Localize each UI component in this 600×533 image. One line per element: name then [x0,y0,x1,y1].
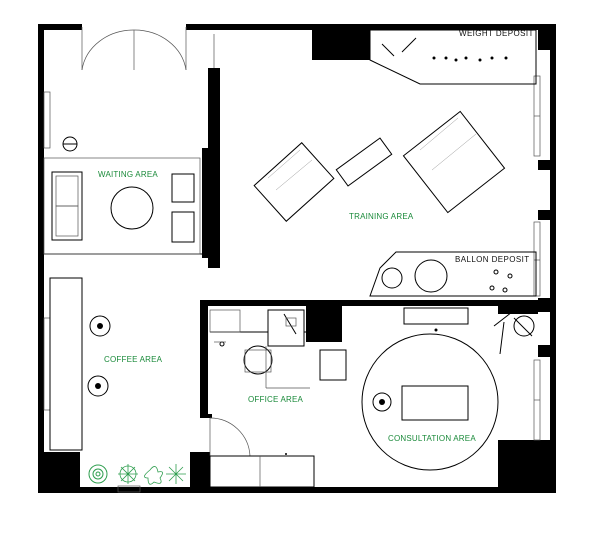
office-area-label: OFFICE AREA [248,395,304,404]
waiting-area-furniture [43,136,201,255]
plant-icon [144,466,163,485]
training-area-label: TRAINING AREA [349,212,414,221]
plant-icon [166,464,186,484]
ballon-deposit-zone [369,251,537,297]
plant-icon [118,464,138,484]
weight-deposit-label: WEIGHT DEPOSIT [459,29,534,38]
partitions [44,34,540,418]
weight-deposit-zone [369,29,537,85]
windows [43,75,541,441]
waiting-area-label: WAITING AREA [98,170,158,179]
outer-walls [38,24,556,493]
plant-icons [88,464,186,493]
ballon-deposit-label: BALLON DEPOSIT [455,255,530,264]
plant-icon [88,464,108,484]
training-area-equipment [253,110,506,222]
coffee-area-label: COFFEE AREA [104,355,163,364]
entrance-doors[interactable] [81,27,187,71]
consultation-area-furniture [361,307,535,471]
consultation-area-label: CONSULTATION AREA [388,434,476,443]
office-area-furniture [208,309,347,488]
coffee-area-furniture [49,277,111,451]
